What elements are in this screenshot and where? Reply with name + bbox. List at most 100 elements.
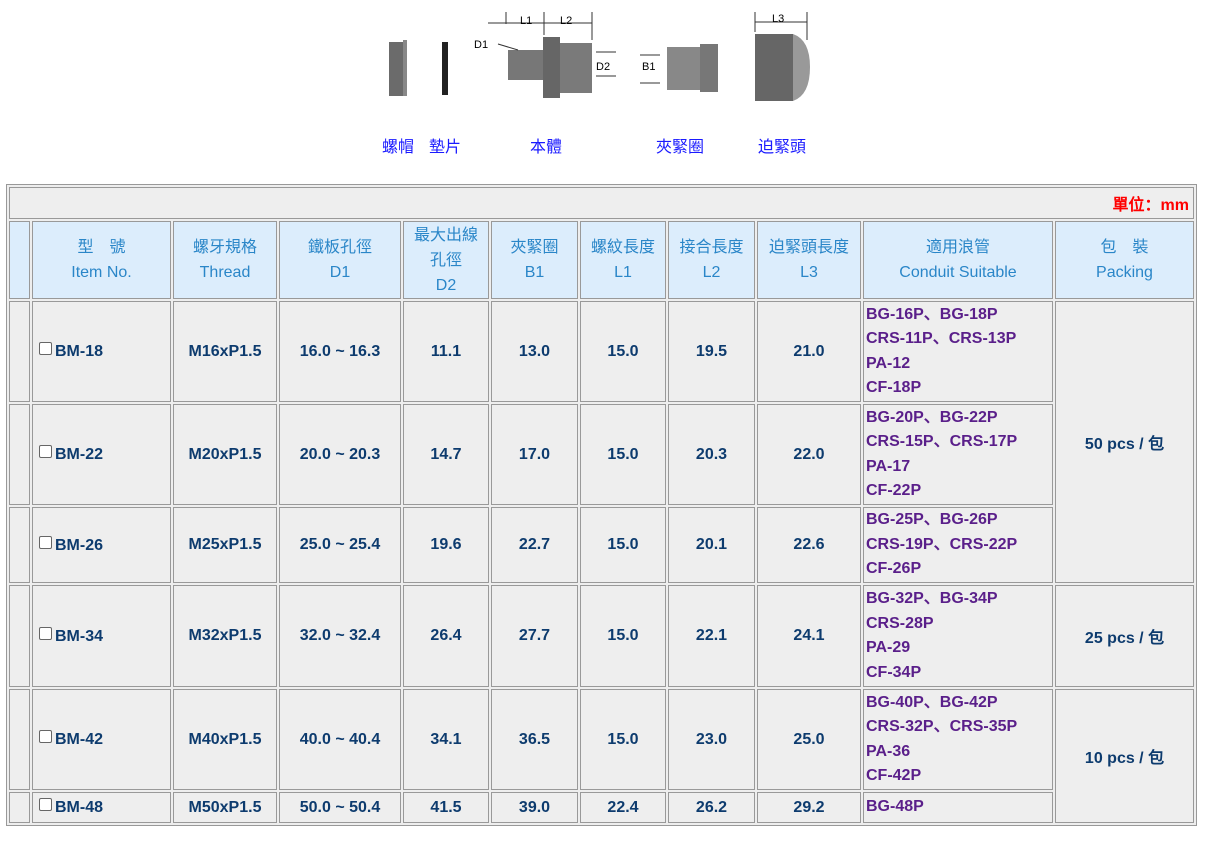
l3-cell: 21.0 <box>757 301 861 402</box>
packing-cell: 10 pcs / 包 <box>1055 689 1194 823</box>
l2-cell: 22.1 <box>668 585 755 687</box>
l2-cell: 26.2 <box>668 792 755 823</box>
cap-nut-icon <box>755 34 810 101</box>
select-checkbox[interactable] <box>39 445 52 458</box>
body-icon <box>508 37 592 98</box>
b1-cell: 13.0 <box>491 301 578 402</box>
dim-l1: L1 <box>520 15 532 27</box>
l1-cell: 22.4 <box>580 792 666 823</box>
item-no: BM-22 <box>55 446 104 463</box>
l3-cell: 22.0 <box>757 404 861 505</box>
thread-cell: M40xP1.5 <box>173 689 277 790</box>
conduit-item: BG-25P、BG-26P <box>866 511 998 529</box>
dim-b1: B1 <box>642 61 655 73</box>
part-label-clamp-ring: 夾緊圈 <box>656 137 705 156</box>
item-no: BM-26 <box>55 536 104 554</box>
item-cell[interactable]: BM-48 <box>32 792 171 823</box>
d1-cell: 16.0 ~ 16.3 <box>279 301 401 402</box>
b1-cell: 22.7 <box>491 507 578 583</box>
conduit-item: CF-42P <box>866 767 922 784</box>
conduit-item: CRS-32P、CRS-35P <box>866 718 1018 735</box>
d2-cell: 26.4 <box>403 585 489 687</box>
b1-cell: 39.0 <box>491 792 578 823</box>
conduit-item: CF-22P <box>866 482 922 499</box>
conduit-item: PA-36 <box>866 742 911 760</box>
d2-cell: 11.1 <box>403 301 489 402</box>
d2-cell: 34.1 <box>403 689 489 790</box>
d2-cell: 19.6 <box>403 507 489 583</box>
select-checkbox[interactable] <box>39 342 52 355</box>
l2-cell: 19.5 <box>668 301 755 402</box>
d1-cell: 20.0 ~ 20.3 <box>279 404 401 505</box>
thread-cell: M32xP1.5 <box>173 585 277 687</box>
conduit-cell: BG-48P <box>863 792 1053 823</box>
item-cell[interactable]: BM-18 <box>32 301 171 402</box>
item-no: BM-18 <box>55 343 104 360</box>
thread-cell: M50xP1.5 <box>173 792 277 823</box>
packing-cell: 50 pcs / 包 <box>1055 301 1194 583</box>
select-checkbox[interactable] <box>39 798 52 811</box>
b1-cell: 27.7 <box>491 585 578 687</box>
select-checkbox[interactable] <box>39 535 52 549</box>
d2-cell: 41.5 <box>403 792 489 823</box>
part-label-body: 本體 <box>530 137 563 156</box>
nut-icon <box>389 40 407 96</box>
l3-cell: 22.6 <box>757 507 861 583</box>
d1-cell: 25.0 ~ 25.4 <box>279 507 401 583</box>
conduit-item: PA-12 <box>866 354 911 372</box>
clamp-ring-icon <box>667 44 718 92</box>
conduit-item: CRS-15P、CRS-17P <box>866 433 1018 450</box>
conduit-item: CRS-28P <box>866 614 934 632</box>
l1-cell: 15.0 <box>580 585 666 687</box>
item-cell[interactable]: BM-42 <box>32 689 171 790</box>
l2-cell: 20.1 <box>668 507 755 583</box>
item-no: BM-48 <box>55 799 104 816</box>
d2-cell: 14.7 <box>403 404 489 505</box>
conduit-item: BG-16P、BG-18P <box>866 305 998 323</box>
select-checkbox[interactable] <box>39 626 52 640</box>
item-cell[interactable]: BM-26 <box>32 507 171 583</box>
packing-cell: 25 pcs / 包 <box>1055 585 1194 687</box>
washer-icon <box>442 42 448 95</box>
b1-cell: 17.0 <box>491 404 578 505</box>
dim-d2: D2 <box>596 61 610 73</box>
l2-cell: 23.0 <box>668 689 755 790</box>
item-cell[interactable]: BM-22 <box>32 404 171 505</box>
d1-cell: 40.0 ~ 40.4 <box>279 689 401 790</box>
d1-cell: 32.0 ~ 32.4 <box>279 585 401 687</box>
conduit-item: CRS-19P、CRS-22P <box>866 535 1018 553</box>
conduit-item: CF-26P <box>866 560 922 578</box>
item-no: BM-42 <box>55 731 104 748</box>
dim-l2: L2 <box>560 15 572 27</box>
item-cell[interactable]: BM-34 <box>32 585 171 687</box>
item-no: BM-34 <box>55 627 104 645</box>
conduit-item: CRS-11P、CRS-13P <box>866 330 1017 347</box>
l1-cell: 15.0 <box>580 507 666 583</box>
dim-d1: D1 <box>474 39 488 51</box>
part-label-nut: 螺帽 <box>382 137 415 156</box>
part-label-cap-nut: 迫緊頭 <box>758 137 807 156</box>
parts-diagram: L1 L2 L3 D1 D2 B1 <box>389 12 810 101</box>
conduit-item: BG-32P、BG-34P <box>866 590 998 607</box>
conduit-item: PA-17 <box>866 457 911 475</box>
l3-cell: 25.0 <box>757 689 861 790</box>
select-checkbox[interactable] <box>39 730 52 743</box>
conduit-item: CF-18P <box>866 379 922 396</box>
